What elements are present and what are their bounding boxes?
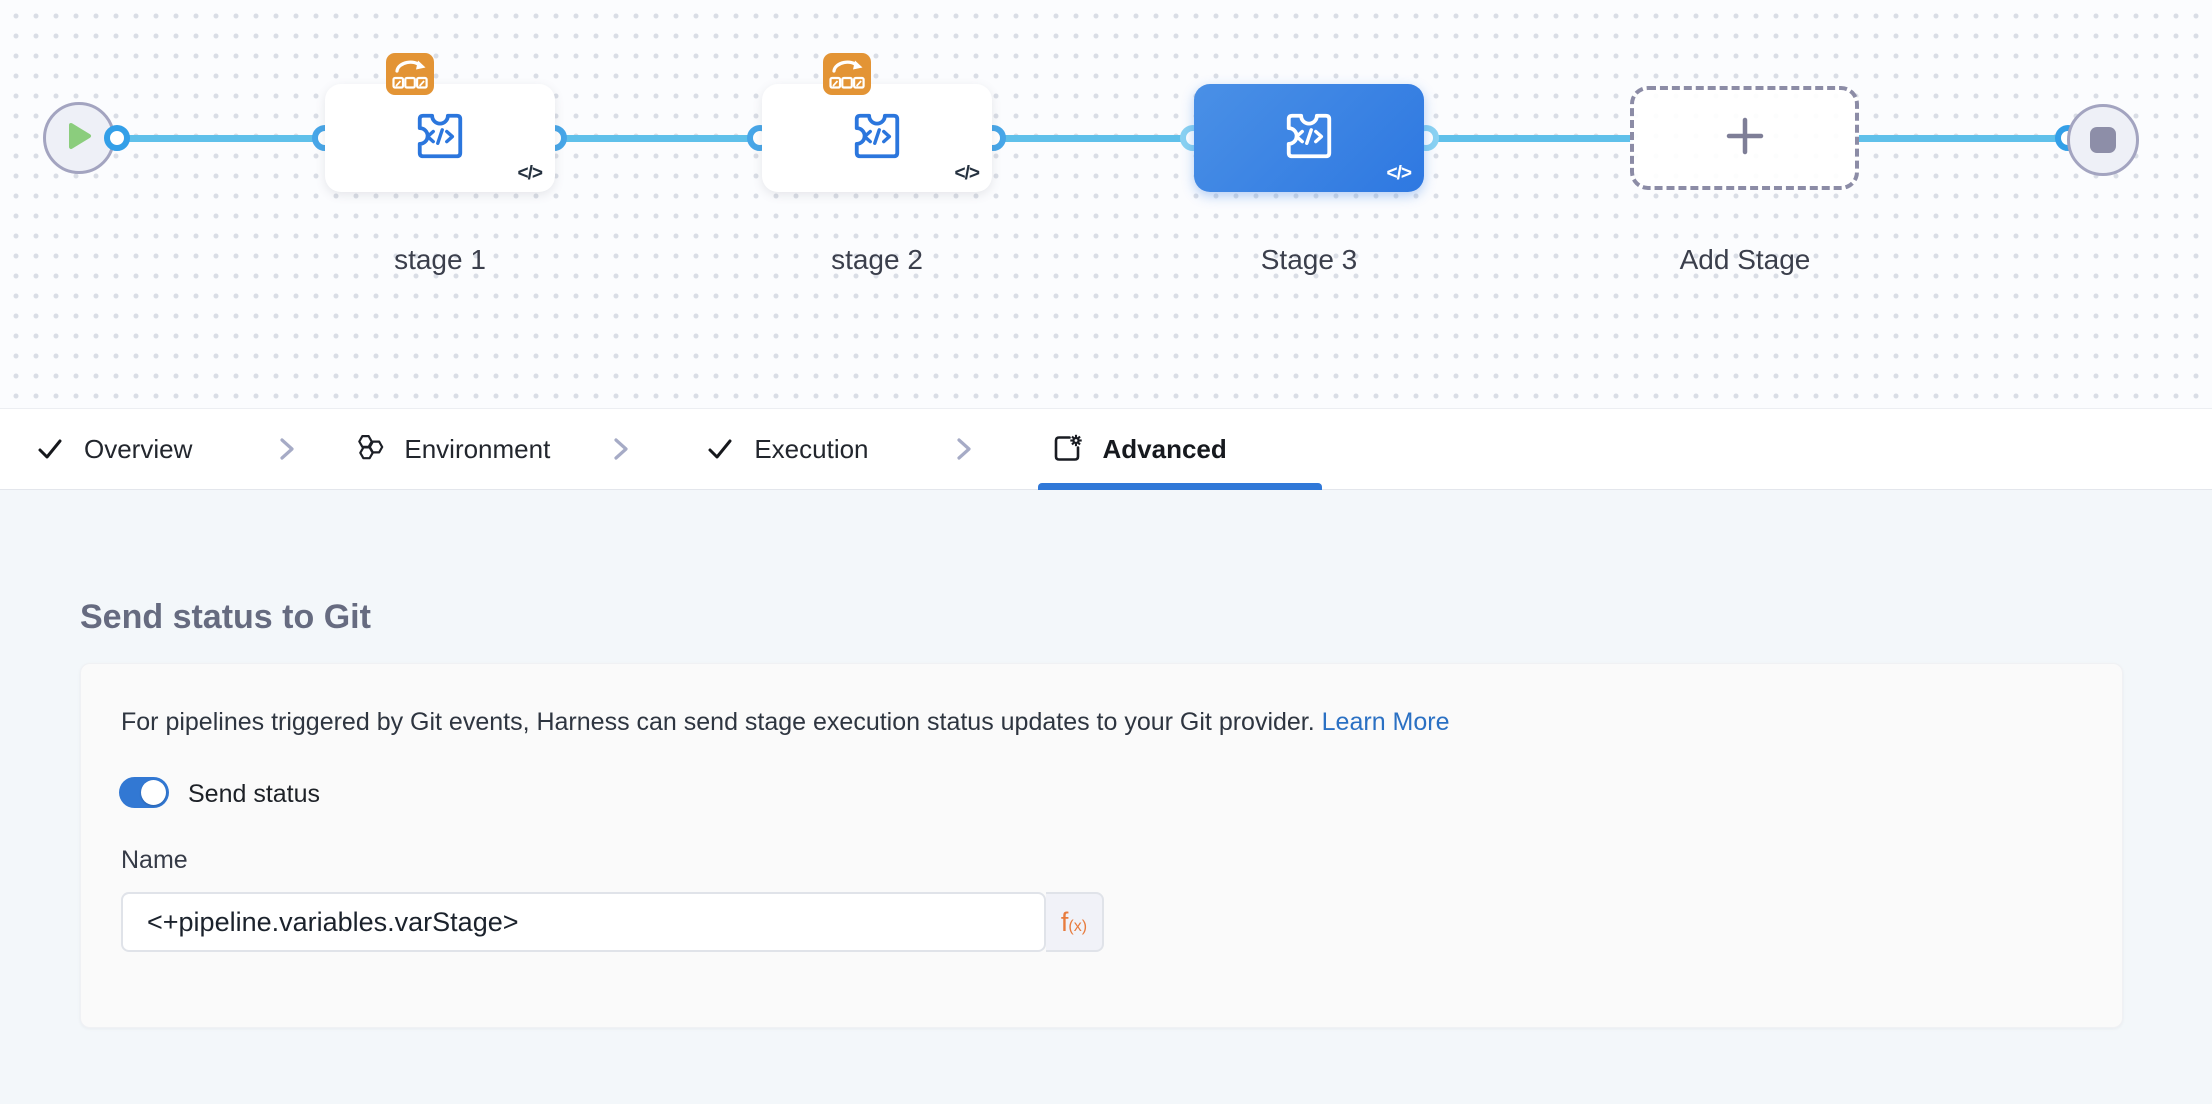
- code-puzzle-icon: [1280, 109, 1338, 168]
- active-tab-indicator: [1038, 483, 1322, 490]
- plus-icon: [1722, 113, 1768, 164]
- stage-label: stage 1: [394, 244, 486, 275]
- settings-doc-icon: [1049, 431, 1085, 467]
- connector-line: [1855, 135, 2070, 142]
- stop-icon: [2090, 127, 2116, 153]
- stage-node-stage-1[interactable]: </>: [325, 53, 555, 192]
- chevron-right-icon: [612, 436, 630, 462]
- connector-line: [550, 135, 765, 142]
- stage-tabs: Overview Environment Execution: [0, 408, 2212, 490]
- tab-execution[interactable]: Execution: [706, 409, 869, 489]
- looping-strategy-icon[interactable]: [823, 53, 871, 95]
- stage-label: Stage 3: [1260, 244, 1358, 275]
- toggle-knob: [141, 780, 166, 805]
- chevron-right-icon: [955, 436, 973, 462]
- fx-icon: f: [1060, 906, 1069, 937]
- template-code-glyph: </>: [954, 163, 981, 184]
- connector-line: [1422, 135, 1634, 142]
- connector-line: [990, 135, 1198, 142]
- tab-advanced[interactable]: Advanced: [1049, 409, 1227, 489]
- check-icon: [36, 435, 64, 463]
- stage-node-stage-3-selected[interactable]: </>: [1194, 84, 1424, 192]
- send-status-card: For pipelines triggered by Git events, H…: [80, 663, 2123, 1028]
- name-field-label: Name: [121, 846, 188, 874]
- tab-environment[interactable]: Environment: [354, 409, 550, 489]
- stage-label: stage 2: [831, 244, 923, 275]
- pipeline-start-node: [43, 102, 115, 174]
- stage-node-stage-2[interactable]: </>: [762, 53, 992, 192]
- check-icon: [706, 435, 734, 463]
- send-status-toggle[interactable]: [119, 777, 169, 808]
- template-code-glyph: </>: [1386, 163, 1413, 184]
- card-description: For pipelines triggered by Git events, H…: [121, 708, 1450, 736]
- learn-more-link[interactable]: Learn More: [1321, 708, 1450, 736]
- tab-overview[interactable]: Overview: [36, 409, 192, 489]
- template-code-glyph: </>: [517, 163, 544, 184]
- code-puzzle-icon: [411, 109, 469, 168]
- connector-dot: [104, 125, 130, 151]
- add-stage-label: Add Stage: [1679, 244, 1811, 275]
- looping-strategy-icon[interactable]: [386, 53, 434, 95]
- play-icon: [64, 120, 94, 157]
- name-input[interactable]: [121, 892, 1046, 952]
- pipeline-end-node: [2067, 104, 2139, 176]
- connector-line: [112, 135, 330, 142]
- advanced-panel: Send status to Git For pipelines trigger…: [0, 490, 2212, 1104]
- toggle-label: Send status: [188, 780, 321, 808]
- chevron-right-icon: [278, 436, 296, 462]
- code-puzzle-icon: [848, 109, 906, 168]
- panel-heading: Send status to Git: [80, 598, 371, 636]
- add-stage-button[interactable]: [1630, 86, 1859, 190]
- fx-expression-button[interactable]: f (x): [1046, 892, 1104, 952]
- hexagons-icon: [354, 431, 390, 467]
- pipeline-canvas: </>: [0, 0, 2212, 408]
